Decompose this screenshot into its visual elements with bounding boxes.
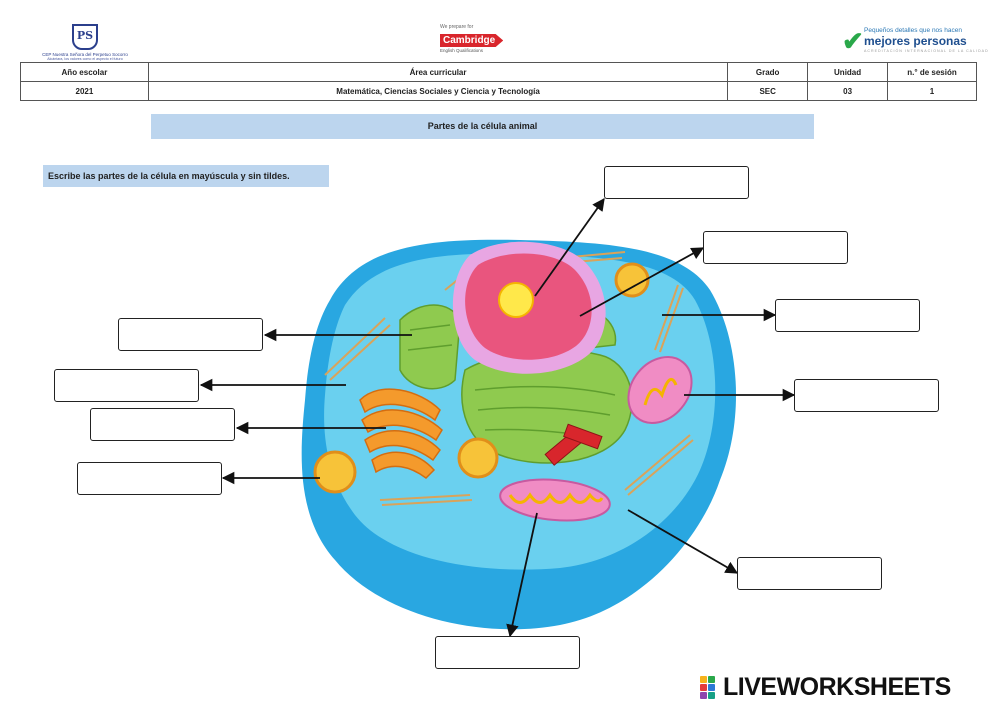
quality-line1: Pequeños detalles que nos hacen bbox=[864, 27, 962, 34]
answer-box-membrane[interactable] bbox=[737, 557, 882, 590]
answer-box-nucleolus[interactable] bbox=[604, 166, 749, 199]
answer-input[interactable] bbox=[91, 409, 234, 440]
value-sesion: 1 bbox=[887, 81, 977, 101]
pointer-lines bbox=[199, 197, 796, 638]
answer-box-er[interactable] bbox=[118, 318, 263, 351]
answer-input[interactable] bbox=[55, 370, 198, 401]
liveworksheets-logo: LIVEWORKSHEETS bbox=[700, 674, 995, 700]
mitochondria bbox=[499, 356, 693, 522]
logo-square-icon bbox=[700, 692, 707, 699]
answer-box-lysosome[interactable] bbox=[77, 462, 222, 495]
lysosomes bbox=[313, 262, 650, 494]
answer-input[interactable] bbox=[605, 167, 748, 198]
answer-box-golgi[interactable] bbox=[90, 408, 235, 441]
answer-input[interactable] bbox=[776, 300, 919, 331]
nucleolus bbox=[498, 282, 534, 318]
answer-box-cytoplasm[interactable] bbox=[54, 369, 199, 402]
cytoskeleton bbox=[324, 251, 694, 506]
school-name: CEP Nuestra Señora del Perpetuo Socorro bbox=[42, 52, 128, 57]
answer-input[interactable] bbox=[78, 463, 221, 494]
answer-input[interactable] bbox=[704, 232, 847, 263]
quality-line3: ACREDITACIÓN INTERNACIONAL DE LA CALIDAD bbox=[864, 49, 989, 53]
table-row: 2021 Matemática, Ciencias Sociales y Cie… bbox=[20, 81, 977, 101]
answer-box-mitochondria-bottom[interactable] bbox=[435, 636, 580, 669]
logo-square-icon bbox=[708, 676, 715, 683]
answer-input[interactable] bbox=[119, 319, 262, 350]
instruction-text: Escribe las partes de la célula en mayús… bbox=[43, 165, 329, 187]
logo-square-icon bbox=[708, 692, 715, 699]
value-grado: SEC bbox=[727, 81, 809, 101]
answer-box-mitochondria-right[interactable] bbox=[794, 379, 939, 412]
info-table: Año escolar Área curricular Grado Unidad… bbox=[20, 62, 977, 101]
answer-box-cytoskeleton[interactable] bbox=[775, 299, 920, 332]
answer-input[interactable] bbox=[436, 637, 579, 668]
school-logo: PS CEP Nuestra Señora del Perpetuo Socor… bbox=[30, 24, 140, 64]
school-crest-icon: PS bbox=[72, 24, 98, 50]
answer-box-nucleus[interactable] bbox=[703, 231, 848, 264]
quality-line2: mejores personas bbox=[864, 34, 967, 48]
answer-input[interactable] bbox=[738, 558, 881, 589]
page-title: Partes de la célula animal bbox=[151, 114, 814, 139]
golgi-apparatus bbox=[359, 388, 443, 479]
cambridge-logo: We prepare for Cambridge English Qualifi… bbox=[440, 24, 510, 53]
logo-square-icon bbox=[700, 676, 707, 683]
cambridge-bottom: English Qualifications bbox=[440, 48, 484, 53]
cambridge-brand: Cambridge bbox=[440, 34, 504, 47]
centrioles bbox=[544, 423, 603, 466]
checkmark-icon: ✔ bbox=[842, 26, 864, 56]
logo-square-icon bbox=[700, 684, 707, 691]
liveworksheets-text: LIVEWORKSHEETS bbox=[723, 673, 951, 701]
answer-input[interactable] bbox=[795, 380, 938, 411]
value-area-curricular: Matemática, Ciencias Sociales y Ciencia … bbox=[147, 81, 729, 101]
quality-logo: ✔ Pequeños detalles que nos hacen mejore… bbox=[842, 26, 988, 61]
logo-square-icon bbox=[708, 684, 715, 691]
school-motto: Alcántara, los valores como el aspecto e… bbox=[47, 57, 123, 61]
cambridge-top: We prepare for bbox=[440, 24, 474, 30]
